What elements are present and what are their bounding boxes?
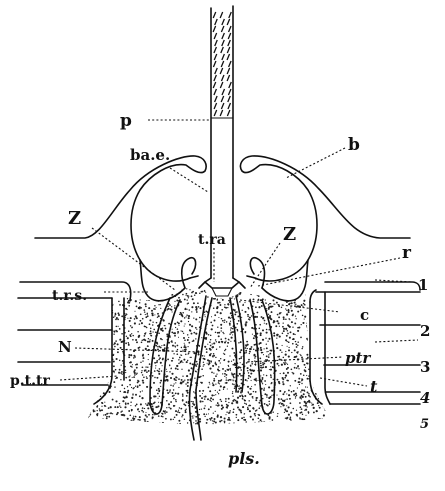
label-z-right: Z [283,224,296,245]
label-layer-3: 3 [420,358,430,376]
hair-barbs [213,12,231,116]
label-layer-4: 4 [420,389,430,407]
label-pls: pls. [228,449,260,468]
socket-membrane-right [240,156,410,301]
label-n: N [58,338,72,356]
label-layer-2: 2 [420,322,430,340]
label-p: p [120,111,132,131]
hair-socket [199,278,245,296]
label-r: r [402,243,412,263]
label-ptr: ptr [345,349,371,367]
label-c: c [360,306,369,324]
label-layer-5: 5 [420,417,429,432]
label-layer-1: 1 [418,276,428,294]
cuticle-layers-right [310,282,420,404]
label-pttr: p.t.tr [10,373,50,389]
socket-membrane-left [35,156,206,301]
label-tra: t.ra [198,232,226,248]
label-b: b [348,135,360,155]
diagram-labels: p ba.e. b Z Z t.ra r t.r.s. c N ptr p.t.… [10,111,430,468]
label-bae: ba.e. [130,146,170,164]
label-trs: t.r.s. [52,288,87,304]
label-z-left: Z [68,208,81,229]
label-t: t [370,377,378,396]
